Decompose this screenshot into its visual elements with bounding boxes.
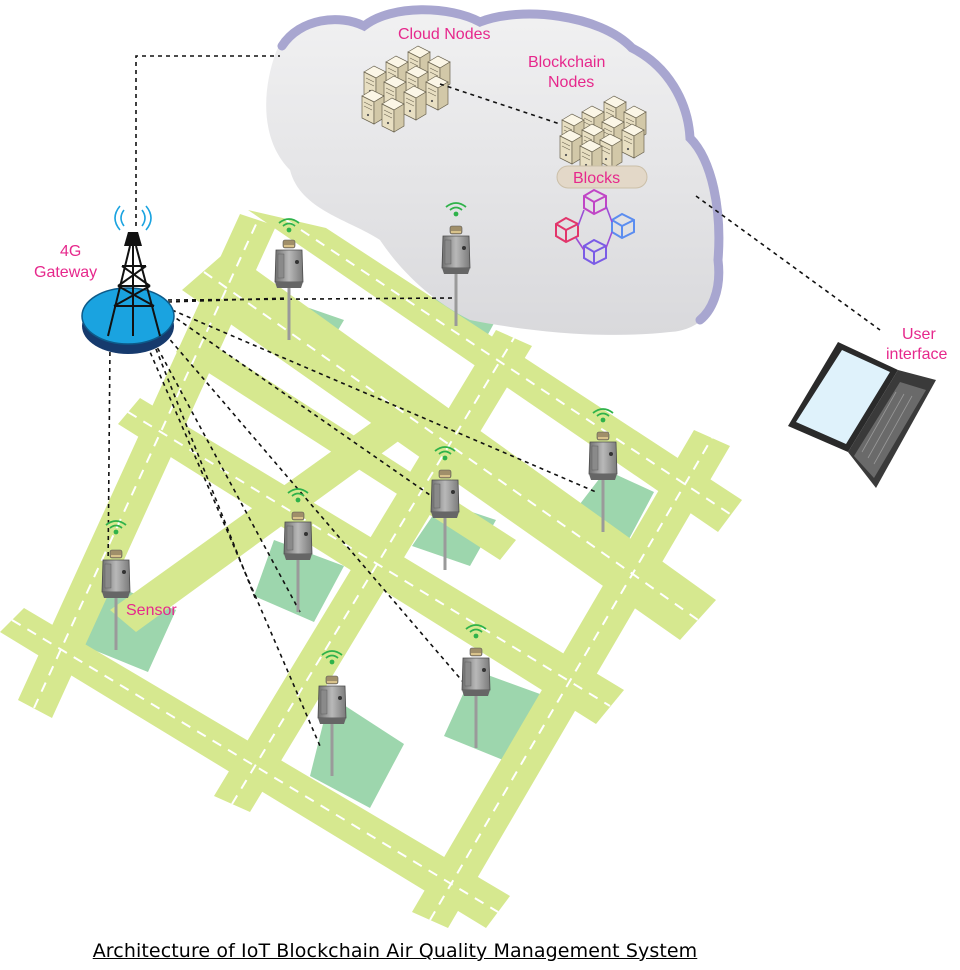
gateway-label-line2: Gateway xyxy=(34,264,97,281)
diagram-caption: Architecture of IoT Blockchain Air Quali… xyxy=(92,940,698,962)
blocks-label: Blocks xyxy=(573,170,620,187)
gateway-tower-icon xyxy=(81,205,175,354)
user-interface-label-line1: User xyxy=(902,326,936,343)
blockchain-nodes-label-line2: Nodes xyxy=(548,74,594,91)
laptop-icon xyxy=(788,342,936,488)
blockchain-cubes-icon xyxy=(555,188,635,266)
cloud-icon xyxy=(266,5,724,335)
user-interface-label-line2: interface xyxy=(886,346,947,363)
blockchain-nodes-label-line1: Blockchain xyxy=(528,54,605,71)
dotted-links xyxy=(107,55,881,747)
blocks-pill xyxy=(556,165,648,189)
gateway-label-line1: 4G xyxy=(60,243,81,260)
cloud-nodes-label: Cloud Nodes xyxy=(398,26,491,43)
sensor-label: Sensor xyxy=(126,602,177,619)
